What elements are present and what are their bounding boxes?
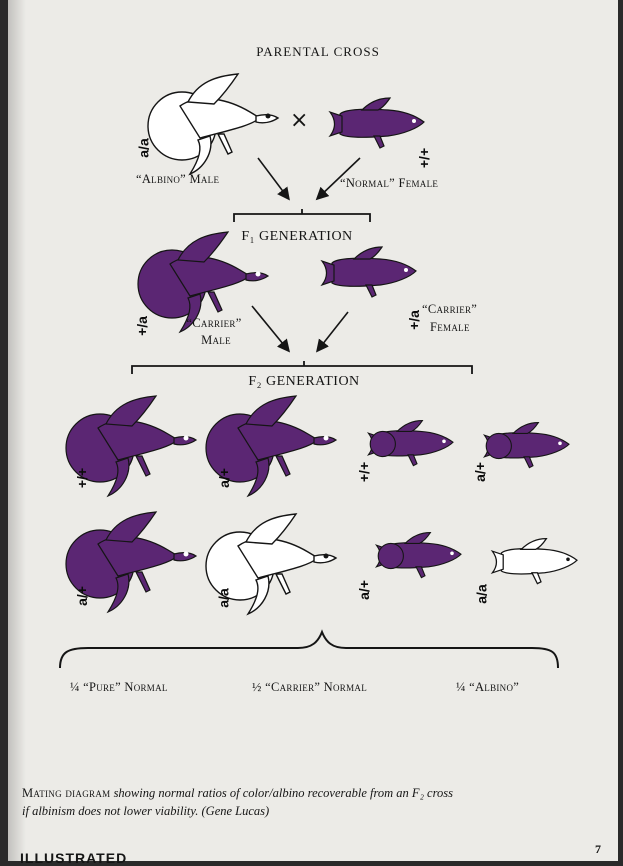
f2-genotype-6: a/a [216,588,232,607]
carrier-female-fish [322,247,416,297]
albino-male-label: “Albino” Male [136,172,219,187]
caption-line-1-rest: showing normal ratios of color/albino re… [114,786,453,800]
carrier-female-label-line1: “Carrier” [422,302,477,317]
running-footer: ILLUSTRATED [20,850,127,866]
caption-lead: Mating diagram [22,786,110,800]
f2-fish-7 [376,533,461,578]
carrier-male-genotype: +/a [134,316,150,336]
caption-line-2: if albinism does not lower viability. (G… [22,804,269,819]
carrier-male-label-line1: “Carrier” [186,316,241,331]
page-number: 7 [595,842,601,857]
cross-symbol: × [290,108,308,133]
f2-bracket [132,361,472,374]
f2-fish-3 [368,421,453,466]
f2-generation-heading: F₂ GENERATION [248,374,359,390]
f2-fish-8-albino [492,539,577,584]
f2-genotype-4: a/+ [472,462,488,482]
carrier-male-label-line2: Male [201,333,231,348]
arrow-male-to-f1 [258,158,288,198]
f1-generation-heading: F₁ GENERATION [241,229,352,245]
ratio-carrier-normal: ½ “Carrier” Normal [252,680,367,695]
ratio-brace [60,632,558,668]
f2-fish-4 [484,423,569,468]
f2-genotype-5: a/+ [74,586,90,606]
ratio-pure-normal: ¼ “Pure” Normal [70,680,168,695]
albino-male-genotype: a/a [136,138,152,157]
f2-genotype-1: +/+ [74,468,90,488]
normal-female-label: “Normal” Female [340,176,438,191]
f2-genotype-2: a/+ [216,468,232,488]
book-page: PARENTAL CROSS × F₁ GENERATION F₂ GENERA… [8,0,618,861]
arrow-f1-male-to-f2 [252,306,288,350]
caption-line-1: Mating diagram showing normal ratios of … [22,786,453,801]
ratio-albino: ¼ “Albino” [456,680,519,695]
f1-bracket [234,209,370,222]
normal-female-fish [330,98,424,148]
arrow-f1-female-to-f2 [318,312,348,350]
mating-diagram [8,0,618,861]
f2-genotype-8: a/a [474,584,490,603]
f2-genotype-3: +/+ [356,462,372,482]
parental-cross-title: PARENTAL CROSS [256,44,380,60]
carrier-female-label-line2: Female [430,320,470,335]
f2-genotype-7: a/+ [356,580,372,600]
normal-female-genotype: +/+ [416,148,432,168]
carrier-female-genotype: +/a [406,310,422,330]
